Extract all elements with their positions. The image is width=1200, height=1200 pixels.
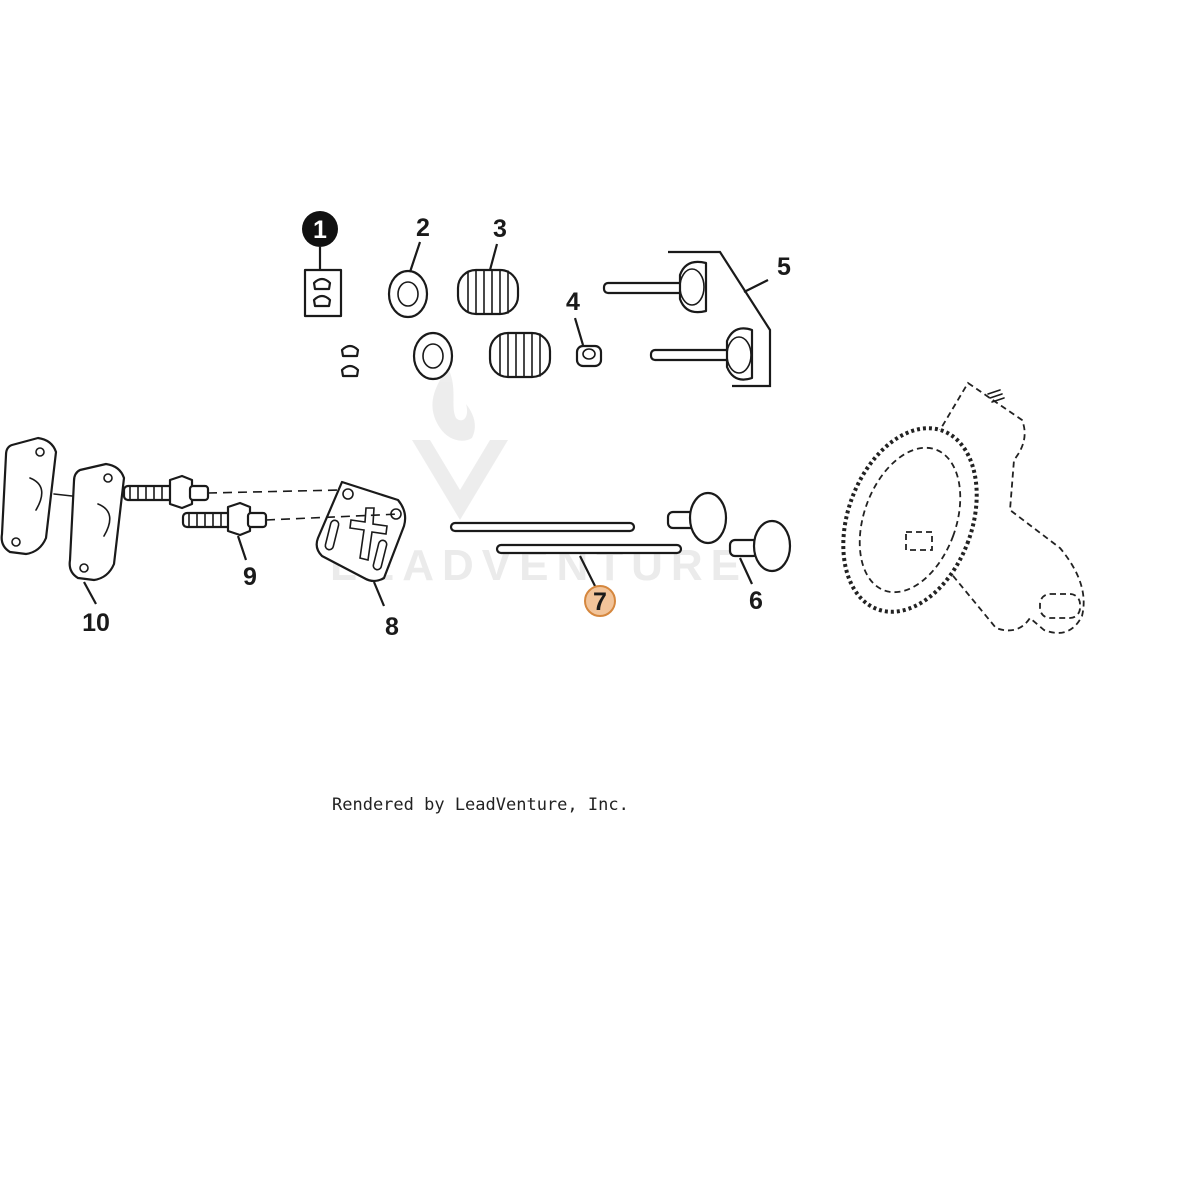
part-10-rocker-arms[interactable] bbox=[0, 436, 126, 605]
callout-4[interactable]: 4 bbox=[566, 288, 585, 346]
part-1-valve-keepers[interactable] bbox=[303, 268, 360, 378]
callout-8-number: 8 bbox=[385, 613, 399, 641]
callout-7[interactable]: 7 bbox=[584, 585, 616, 617]
credit-text: Rendered by LeadVenture, Inc. bbox=[332, 795, 629, 815]
callout-3[interactable]: 3 bbox=[488, 215, 507, 271]
callout-9-number: 9 bbox=[243, 563, 257, 591]
callout-6[interactable]: 6 bbox=[749, 587, 763, 615]
camshaft-assembly bbox=[841, 381, 1085, 634]
part-3-valve-springs[interactable] bbox=[456, 268, 552, 379]
callout-8[interactable]: 8 bbox=[385, 613, 399, 641]
part-7-push-rods[interactable] bbox=[449, 521, 683, 587]
callout-5[interactable]: 5 bbox=[777, 253, 791, 281]
part-6-tappets[interactable] bbox=[666, 491, 792, 585]
callout-4-number: 4 bbox=[566, 288, 580, 316]
part-2-spring-retainers[interactable] bbox=[387, 269, 454, 381]
callout-10[interactable]: 10 bbox=[82, 609, 110, 637]
part-9-rocker-studs[interactable] bbox=[122, 474, 401, 561]
part-5-valves[interactable] bbox=[602, 250, 772, 388]
callout-2-number: 2 bbox=[416, 214, 430, 242]
part-4-valve-seal[interactable] bbox=[575, 344, 603, 368]
callout-6-number: 6 bbox=[749, 587, 763, 615]
callout-1-number: 1 bbox=[313, 216, 327, 244]
callout-10-number: 10 bbox=[82, 609, 110, 637]
callout-5-number: 5 bbox=[777, 253, 791, 281]
callout-7-number: 7 bbox=[593, 588, 607, 616]
part-8-guide-plate[interactable] bbox=[315, 480, 407, 607]
callout-2[interactable]: 2 bbox=[408, 214, 430, 273]
callout-1[interactable]: 1 bbox=[302, 211, 338, 270]
callout-3-number: 3 bbox=[493, 215, 507, 243]
callout-9[interactable]: 9 bbox=[243, 563, 257, 591]
